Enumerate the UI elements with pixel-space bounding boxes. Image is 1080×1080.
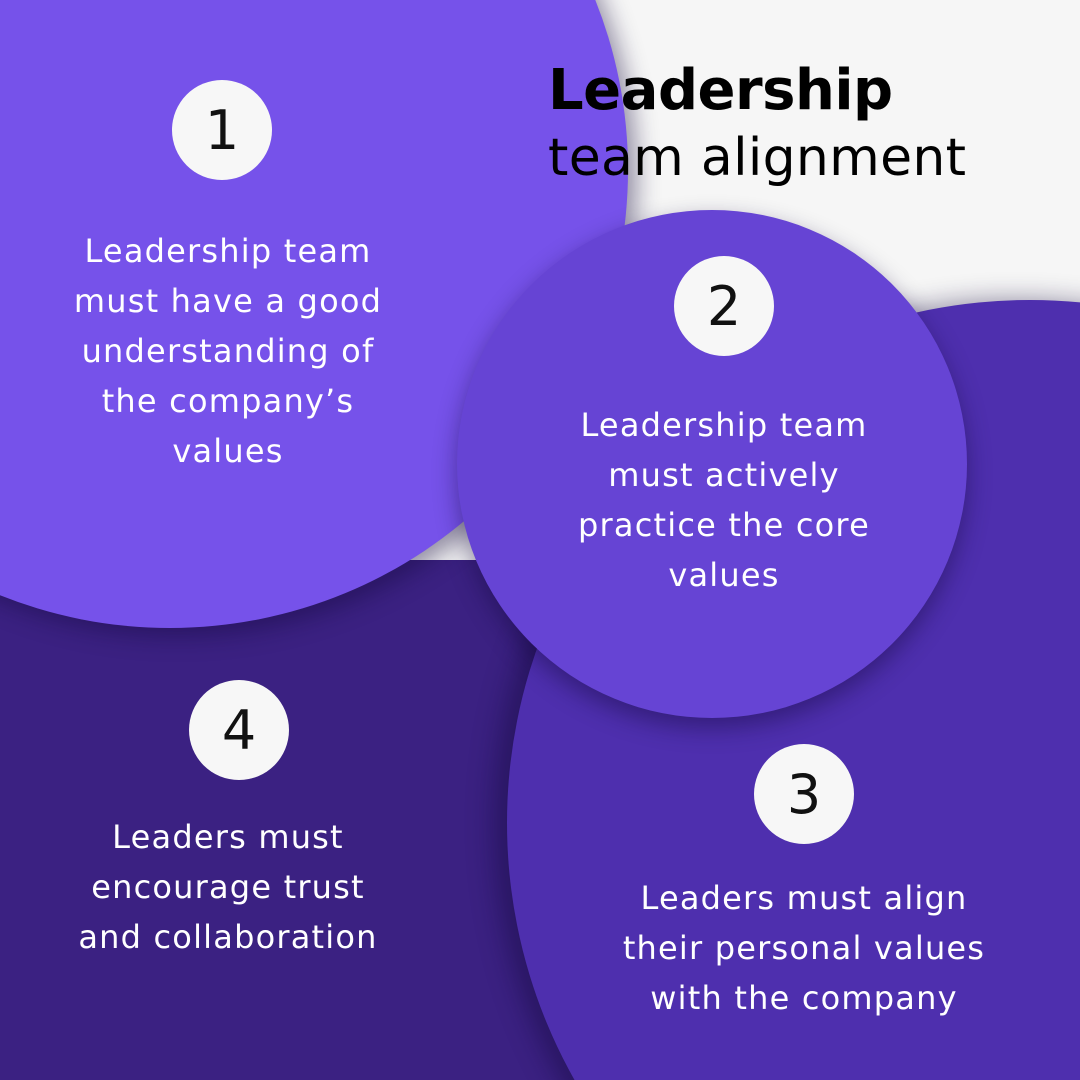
step-2-number-badge: 2	[674, 256, 774, 356]
step-3-number: 3	[786, 762, 822, 826]
step-4-number: 4	[221, 698, 257, 762]
step-2-text: Leadership team must actively practice t…	[578, 406, 870, 594]
step-2-number: 2	[706, 274, 742, 338]
step-3-text: Leaders must align their personal values…	[622, 879, 986, 1017]
title-line-1: Leadership	[548, 58, 893, 123]
step-3-number-badge: 3	[754, 744, 854, 844]
step-4-text: Leaders must encourage trust and collabo…	[78, 818, 378, 956]
step-1-text: Leadership team must have a good underst…	[73, 232, 383, 470]
step-1-number: 1	[204, 98, 240, 162]
step-1-number-badge: 1	[172, 80, 272, 180]
page-title: Leadership team alignment	[548, 56, 966, 190]
title-line-2: team alignment	[548, 128, 967, 188]
step-4-number-badge: 4	[189, 680, 289, 780]
